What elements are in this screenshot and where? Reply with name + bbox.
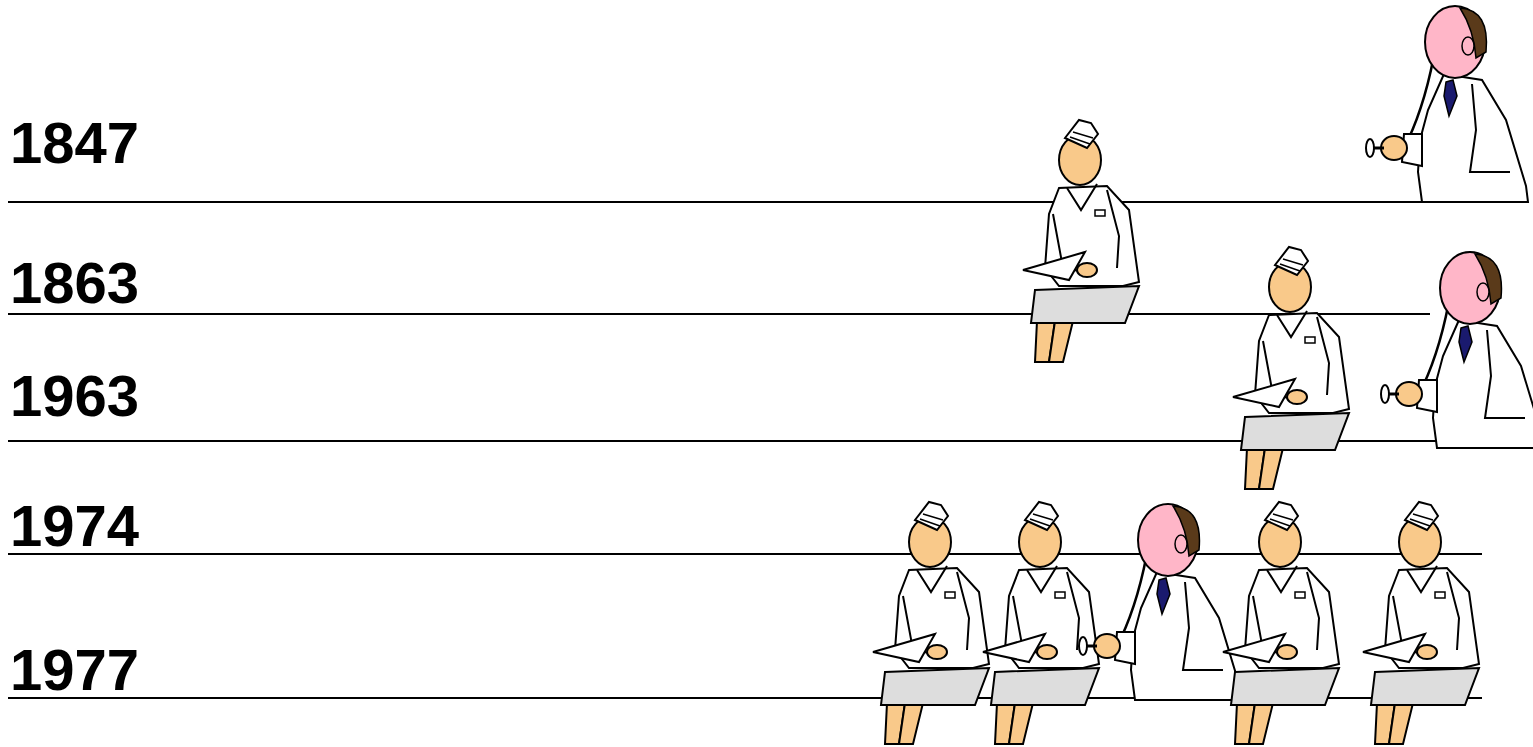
year-label: 1974 bbox=[10, 497, 139, 555]
year-label: 1963 bbox=[10, 367, 139, 425]
doctor-figure bbox=[1381, 252, 1533, 448]
year-label: 1977 bbox=[10, 641, 139, 699]
year-label: 1863 bbox=[10, 254, 139, 312]
nurse-figure bbox=[1023, 120, 1139, 362]
doctor-figure bbox=[1366, 6, 1528, 202]
nurse-figure bbox=[1363, 502, 1479, 744]
year-label: 1847 bbox=[10, 114, 139, 172]
nurse-figure bbox=[1223, 502, 1339, 744]
doctor-figure bbox=[1079, 504, 1241, 700]
nurse-figure bbox=[873, 502, 989, 744]
nurse-figure bbox=[983, 502, 1099, 744]
nurse-figure bbox=[1233, 247, 1349, 489]
